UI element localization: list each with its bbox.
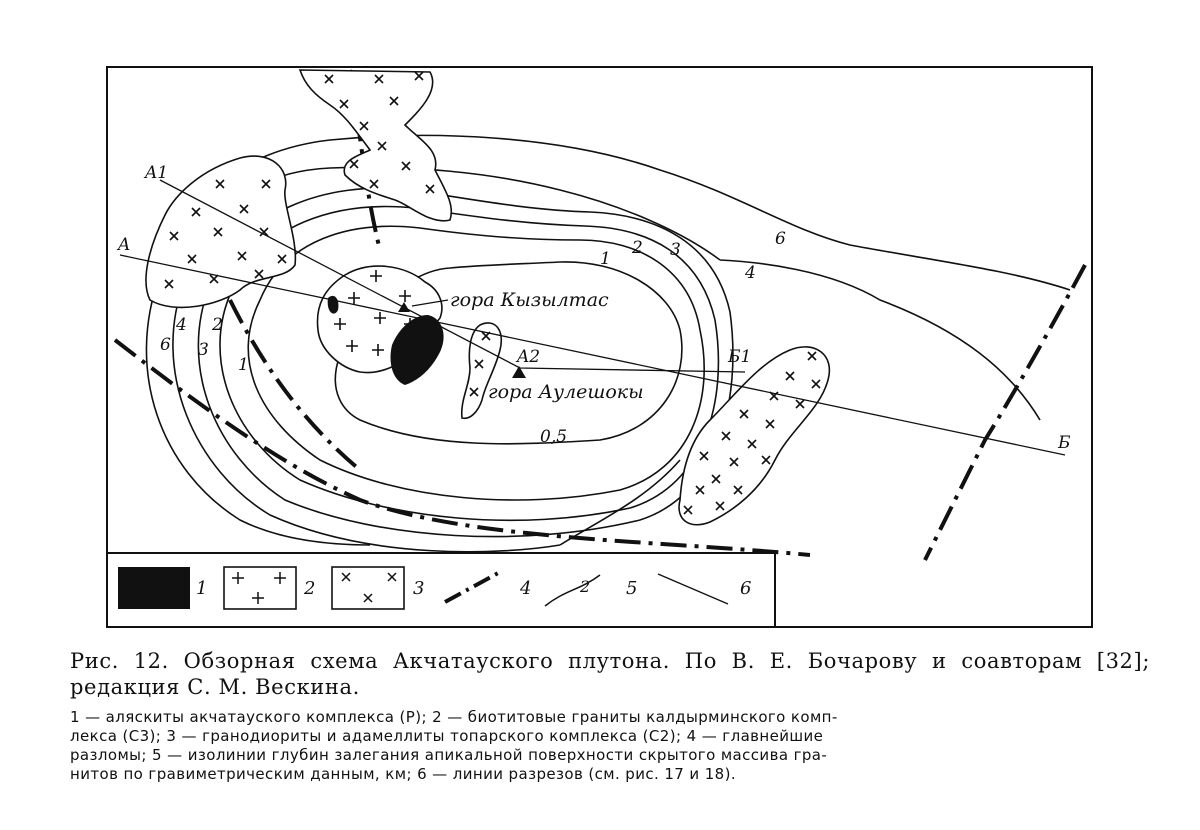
caption-line-1: 1 — аляскиты акчатауского комплекса (Р);… (70, 708, 838, 726)
isoline-label-2-left: 2 (211, 315, 223, 335)
black-fill-icon (118, 567, 190, 609)
faults (113, 69, 1087, 561)
label-b1: Б1 (727, 347, 751, 367)
granodiorite-aulesh (460, 322, 502, 420)
isoline-label-3-upper: 3 (670, 240, 681, 260)
legend-number-3: 3 (413, 578, 424, 599)
fault-southwest (113, 338, 811, 557)
legend-number-2: 2 (303, 578, 315, 599)
label-b: Б (1057, 433, 1071, 453)
fault-inner (228, 299, 362, 472)
isoline-label-2-upper: 2 (631, 238, 643, 258)
isoline-label-3-left: 3 (198, 340, 209, 360)
cross-pattern-marks (341, 572, 397, 603)
legend-number-4: 4 (519, 578, 531, 599)
thin-line-icon (657, 573, 729, 605)
cross-marks (164, 71, 821, 515)
geological-map: гора Кызылтас гора Аулешокы A1 A A2 Б1 Б… (106, 66, 1093, 628)
isoline-label-1-upper: 1 (600, 249, 611, 269)
label-a1: A1 (143, 163, 168, 183)
label-auleshoky: гора Аулешокы (488, 381, 644, 403)
isoline-0.5 (334, 261, 683, 445)
plus-pattern-icon (223, 566, 297, 610)
dash-dot-line-icon (444, 570, 501, 604)
summit-auleshoky (512, 366, 526, 378)
isoline-icon (544, 574, 601, 607)
legend-number-1: 1 (196, 578, 207, 599)
isoline-1 (247, 225, 705, 501)
caption-line-3: разломы; 5 — изолинии глубин залегания а… (70, 746, 828, 764)
caption-legend-text: 1 — аляскиты акчатауского комплекса (Р);… (70, 708, 1150, 784)
granodiorite-north (298, 69, 453, 222)
isoline-4 (172, 166, 1041, 553)
alaskite-body (390, 315, 444, 385)
isoline-label-6-upper: 6 (775, 229, 786, 249)
isoline-label-05: 0,5 (540, 427, 567, 447)
section-a-b (119, 254, 1066, 456)
fault-east (923, 264, 1087, 561)
kyzyltas-leader (411, 299, 449, 307)
legend-number-5: 5 (626, 578, 637, 599)
label-kyzyltas: гора Кызылтас (450, 289, 609, 311)
caption-line-2: лекса (С3); 3 — гранодиориты и адамеллит… (70, 727, 824, 745)
label-a2: A2 (515, 347, 540, 367)
isoline-label-4-left: 4 (175, 315, 187, 335)
isoline-label-4-upper: 4 (744, 263, 756, 283)
plus-pattern-marks (232, 572, 286, 604)
granodiorite-bodies (145, 69, 831, 526)
caption-line-4: нитов по гравиметрическим данным, км; 6 … (70, 765, 737, 783)
legend: 1 2 3 4 2 5 6 (106, 552, 776, 628)
granodiorite-southeast (678, 346, 831, 526)
legend-frame (106, 552, 776, 628)
legend-isoline-sample: 2 (579, 577, 590, 596)
legend-number-6: 6 (740, 578, 751, 599)
caption-title: Рис. 12. Обзорная схема Акчатауского плу… (70, 649, 1150, 699)
summit-kyzyltas (398, 302, 410, 312)
granodiorite-northwest (145, 155, 297, 309)
isoline-label-1-left: 1 (238, 355, 249, 375)
figure-caption: Рис. 12. Обзорная схема Акчатауского плу… (70, 648, 1150, 784)
label-a: A (116, 235, 130, 255)
isoline-label-6-left: 6 (160, 335, 171, 355)
